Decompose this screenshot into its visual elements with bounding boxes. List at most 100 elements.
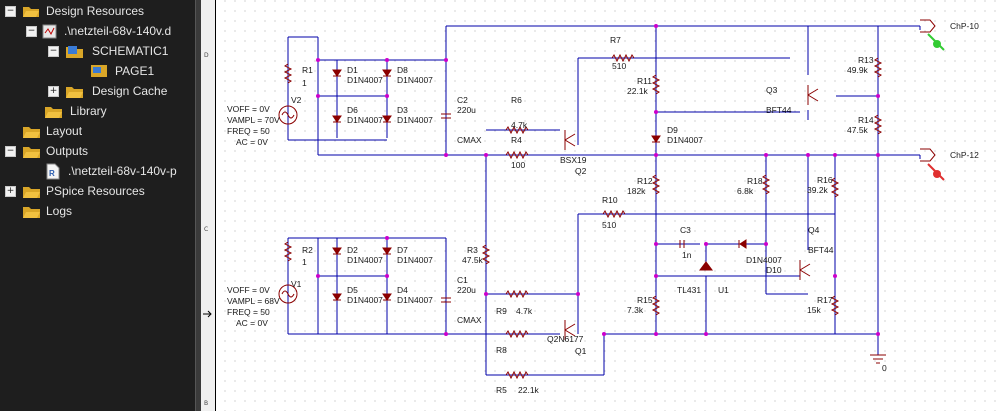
component-labels: R1 1 R2 1 V2 VOFF = 0V VAMPL = 70V FREQ …	[227, 21, 979, 395]
ref-label: Q3	[766, 85, 778, 95]
extra-label: CMAX	[457, 135, 482, 145]
tree-item-label: SCHEMATIC1	[92, 44, 169, 58]
value-label: 47.5k	[462, 255, 484, 265]
ref-label: R13	[858, 55, 874, 65]
ref-label: D2	[347, 245, 358, 255]
ref-label: U1	[718, 285, 729, 295]
expand-icon[interactable]: +	[48, 86, 59, 97]
tree-item-layout[interactable]: Layout	[0, 122, 195, 141]
tree-item-label: Logs	[46, 204, 73, 218]
value-label: 47.5k	[847, 125, 869, 135]
folder-open-icon	[23, 187, 40, 198]
ref-label: R7	[610, 35, 621, 45]
ruler-tick: D	[204, 52, 209, 59]
collapse-icon[interactable]: −	[5, 146, 16, 157]
tree-item-label: .\netzteil-68v-140v.d	[64, 24, 172, 38]
collapse-icon[interactable]: −	[26, 26, 37, 37]
value-label: 510	[602, 220, 616, 230]
value-label: D1N4007	[397, 255, 433, 265]
folder-open-icon	[66, 87, 83, 98]
value-label: 1	[302, 257, 307, 267]
ref-label: R17	[817, 295, 833, 305]
page-ruler: D C B	[201, 0, 216, 411]
svg-text:R: R	[49, 169, 55, 178]
ref-label: D9	[667, 125, 678, 135]
tree-item-logs[interactable]: Logs	[0, 202, 195, 221]
schematic-drawing: R1 1 R2 1 V2 VOFF = 0V VAMPL = 70V FREQ …	[227, 19, 979, 395]
folder-open-icon	[23, 147, 40, 158]
tree-item-schematic1[interactable]: − SCHEMATIC1	[0, 42, 195, 61]
page-marker-icon	[203, 310, 212, 318]
folder-open-icon	[23, 127, 40, 138]
tree-item-label: PSpice Resources	[46, 184, 145, 198]
param-label: VAMPL = 70V	[227, 115, 280, 125]
ref-label: R18	[747, 176, 763, 186]
tree-item-output-file[interactable]: R .\netzteil-68v-140v-p	[0, 162, 195, 181]
value-label: 100	[511, 160, 525, 170]
value-label: 7.3k	[627, 305, 644, 315]
ref-label: D10	[766, 265, 782, 275]
param-label: AC = 0V	[236, 318, 268, 328]
junctions	[316, 24, 880, 336]
value-label: 220u	[457, 105, 476, 115]
value-label: D1N4007	[397, 115, 433, 125]
ref-label: R10	[602, 195, 618, 205]
value-label: 1n	[682, 250, 692, 260]
value-label: 4.7k	[511, 120, 528, 130]
value-label: 510	[612, 61, 626, 71]
tree-item-label: .\netzteil-68v-140v-p	[68, 164, 177, 178]
value-label: 182k	[627, 186, 646, 196]
ref-label: R4	[511, 135, 522, 145]
ref-label: D3	[397, 105, 408, 115]
tree-item-label: Design Resources	[46, 4, 145, 18]
tree-item-label: Design Cache	[92, 84, 168, 98]
tree-item-page1[interactable]: PAGE1	[0, 62, 195, 81]
pane-splitter[interactable]	[195, 0, 201, 411]
probes	[920, 19, 945, 181]
ref-label: R16	[817, 175, 833, 185]
value-label: BFT44	[808, 245, 834, 255]
ref-label: R12	[637, 176, 653, 186]
ref-label: D4	[397, 285, 408, 295]
value-label: 39.2k	[807, 185, 829, 195]
probe-label: ChP-12	[950, 150, 979, 160]
param-label: VOFF = 0V	[227, 104, 270, 114]
ref-label: Q2	[575, 166, 587, 176]
tree-item-pspice-resources[interactable]: + PSpice Resources	[0, 182, 195, 201]
tree-item-design-resources[interactable]: − Design Resources	[0, 2, 195, 21]
tree-item-outputs[interactable]: − Outputs	[0, 142, 195, 161]
value-label: Q2N6177	[547, 334, 584, 344]
ref-label: C1	[457, 275, 468, 285]
parts	[278, 53, 886, 380]
ref-label: R8	[496, 345, 507, 355]
ref-label: R14	[858, 115, 874, 125]
ref-label: Q4	[808, 225, 820, 235]
collapse-icon[interactable]: −	[48, 46, 59, 57]
tree-item-design-cache[interactable]: + Design Cache	[0, 82, 195, 101]
value-label: D1N4007	[667, 135, 703, 145]
extra-label: CMAX	[457, 315, 482, 325]
ref-label: D8	[397, 65, 408, 75]
schematic-canvas[interactable]: R1 1 R2 1 V2 VOFF = 0V VAMPL = 70V FREQ …	[216, 0, 997, 411]
expand-icon[interactable]: +	[5, 186, 16, 197]
folder-open-icon	[23, 7, 39, 17]
value-label: 15k	[807, 305, 821, 315]
design-file-icon	[42, 24, 57, 39]
param-label: VAMPL = 68V	[227, 296, 280, 306]
ruler-tick: B	[204, 400, 209, 407]
ground-label: 0	[882, 363, 887, 373]
tree-item-label: Library	[70, 104, 107, 118]
param-label: AC = 0V	[236, 137, 268, 147]
value-label: D1N4007	[746, 255, 782, 265]
param-label: FREQ = 50	[227, 126, 270, 136]
project-tree: − Design Resources − .\netzteil-68v-140v…	[0, 0, 195, 411]
value-label: 49.9k	[847, 65, 869, 75]
tree-item-design-file[interactable]: − .\netzteil-68v-140v.d	[0, 22, 195, 41]
collapse-icon[interactable]: −	[5, 6, 16, 17]
value-label: D1N4007	[347, 255, 383, 265]
ref-label: R11	[637, 76, 652, 86]
value-label: 220u	[457, 285, 476, 295]
tree-item-label: Layout	[46, 124, 83, 138]
tree-item-library[interactable]: Library	[0, 102, 195, 121]
value-label: BFT44	[766, 105, 792, 115]
